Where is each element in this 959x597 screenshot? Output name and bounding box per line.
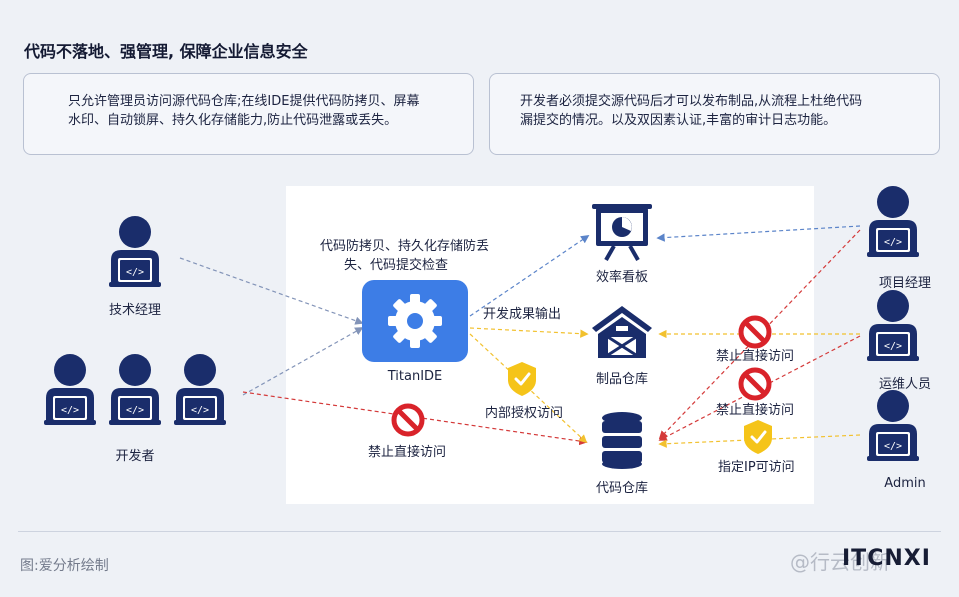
project-manager-person-icon bbox=[867, 186, 919, 257]
admin-person-icon bbox=[867, 390, 919, 461]
titanide-node bbox=[362, 280, 468, 362]
info-card-line: 开发者必须提交源代码后才可以发布制品,从流程上杜绝代码 bbox=[520, 94, 863, 109]
block-direct-access-label: 禁止直接访问 bbox=[716, 348, 794, 364]
block-direct-access-label: 禁止直接访问 bbox=[716, 402, 794, 418]
developer-person-icon bbox=[174, 354, 226, 425]
internal-access-label: 内部授权访问 bbox=[485, 405, 563, 421]
tech-manager-label: 技术经理 bbox=[109, 303, 161, 318]
info-card-line: 漏提交的情况。以及双因素认证,丰富的审计日志功能。 bbox=[520, 113, 837, 128]
ops-person-icon bbox=[867, 290, 919, 361]
ops-label: 运维人员 bbox=[879, 377, 931, 392]
block-direct-access-label: 禁止直接访问 bbox=[368, 444, 446, 460]
database-icon bbox=[602, 412, 642, 469]
output-label: 开发成果输出 bbox=[483, 306, 561, 322]
footer-divider bbox=[18, 531, 941, 532]
developer-person-icon bbox=[44, 354, 96, 425]
forbidden-icon bbox=[394, 406, 422, 434]
developer-person-icon bbox=[109, 354, 161, 425]
tech-manager-person-icon bbox=[109, 216, 161, 287]
shield-check-icon bbox=[742, 418, 774, 456]
project-manager-label: 项目经理 bbox=[879, 276, 931, 291]
dashboard-label: 效率看板 bbox=[596, 269, 648, 285]
arrow-tech-manager-to-ide bbox=[179, 257, 364, 325]
info-card-line: 只允许管理员访问源代码仓库;在线IDE提供代码防拷贝、屏幕 bbox=[68, 94, 420, 109]
arrow-developers-to-ide bbox=[242, 327, 364, 396]
allowed-ip-label: 指定IP可访问 bbox=[718, 460, 795, 475]
arrow-ide-to-dashboard bbox=[469, 235, 590, 317]
arrow-ide-to-artifact-repo bbox=[469, 327, 589, 338]
gear-icon bbox=[388, 294, 442, 348]
info-card-access-control: 只允许管理员访问源代码仓库;在线IDE提供代码防拷贝、屏幕 水印、自动锁屏、持久… bbox=[23, 73, 474, 155]
ide-feature-note: 失、代码提交检查 bbox=[344, 257, 448, 273]
arrow-pm-to-dashboard bbox=[656, 225, 861, 242]
dashboard-board-icon bbox=[592, 204, 652, 261]
arrow-developers-blocked-to-coderepo bbox=[242, 391, 588, 446]
barn-icon bbox=[592, 306, 652, 358]
forbidden-icon bbox=[741, 370, 769, 398]
forbidden-icon bbox=[741, 318, 769, 346]
code-repo-label: 代码仓库 bbox=[596, 480, 648, 496]
artifact-repo-label: 制品仓库 bbox=[596, 371, 648, 387]
source-note: 图:爱分析绘制 bbox=[20, 558, 109, 574]
info-card-line: 水印、自动锁屏、持久化存储能力,防止代码泄露或丢失。 bbox=[68, 113, 398, 128]
info-card-release-process: 开发者必须提交源代码后才可以发布制品,从流程上杜绝代码 漏提交的情况。以及双因素… bbox=[489, 73, 940, 155]
brand-logo: ITCNXI bbox=[842, 546, 931, 571]
admin-label: Admin bbox=[884, 476, 925, 491]
watermark: @行云创新 bbox=[790, 550, 890, 574]
page-title: 代码不落地、强管理, 保障企业信息安全 bbox=[24, 42, 308, 61]
titanide-label: TitanIDE bbox=[387, 369, 443, 384]
arrow-pm-blocked-to-artifact-repo bbox=[658, 229, 861, 440]
developers-label: 开发者 bbox=[115, 448, 154, 464]
ide-feature-note: 代码防拷贝、持久化存储防丢 bbox=[320, 238, 489, 254]
